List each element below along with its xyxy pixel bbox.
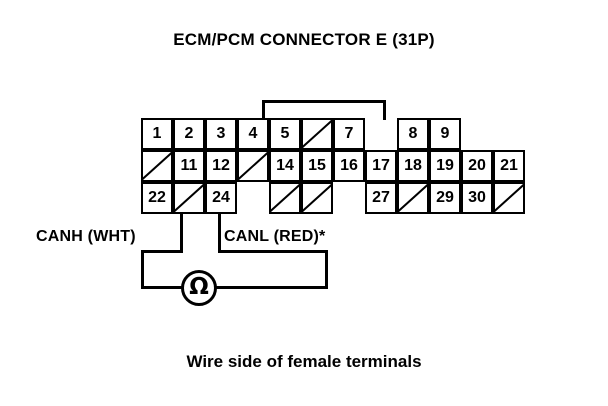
terminal-cell-15: 15 [301,150,333,182]
canh-wire-to-meter [141,286,184,289]
terminal-cell-blank [237,150,269,182]
terminal-cell-24: 24 [205,182,237,214]
ohmmeter-symbol: Ω [181,270,217,306]
terminal-cell-16: 16 [333,150,365,182]
canh-lead-label: CANH (WHT) [36,228,136,245]
canl-wire-drop [325,250,328,288]
canl-wire-to-meter [215,286,328,289]
terminal-cell-29: 29 [429,182,461,214]
terminal-number: 21 [500,157,518,174]
terminal-number: 18 [404,157,422,174]
canh-wire-vertical [180,214,183,252]
terminal-number: 5 [280,125,290,142]
terminal-cell-9: 9 [429,118,461,150]
terminal-number: 22 [148,189,166,206]
terminal-cell-blank [301,182,333,214]
canl-lead-label: CANL (RED)* [224,228,326,245]
terminal-cell-blank [397,182,429,214]
terminal-number: 16 [340,157,358,174]
terminal-number: 3 [216,125,226,142]
terminal-cell-blank [493,182,525,214]
terminal-number: 12 [212,157,230,174]
terminal-number: 17 [372,157,390,174]
terminal-cell-21: 21 [493,150,525,182]
terminal-cell-blank [301,118,333,150]
terminal-number: 15 [308,157,326,174]
terminal-number: 4 [248,125,258,142]
omega-icon: Ω [189,274,209,301]
terminal-cell-22: 22 [141,182,173,214]
terminal-number: 29 [436,189,454,206]
terminal-cell-blank [141,150,173,182]
terminal-cell-1: 1 [141,118,173,150]
terminal-number: 30 [468,189,486,206]
connector-locking-tab [262,100,386,120]
terminal-number: 24 [212,189,230,206]
canl-wire-horizontal-top [218,250,328,253]
terminal-cell-3: 3 [205,118,237,150]
terminal-number: 1 [152,125,162,142]
canh-wire-horizontal-top [141,250,183,253]
terminal-cell-4: 4 [237,118,269,150]
terminal-number: 20 [468,157,486,174]
terminal-number: 14 [276,157,294,174]
terminal-cell-19: 19 [429,150,461,182]
terminal-cell-14: 14 [269,150,301,182]
terminal-cell-blank [269,182,301,214]
terminal-cell-11: 11 [173,150,205,182]
terminal-cell-7: 7 [333,118,365,150]
terminal-number: 7 [344,125,354,142]
terminal-cell-17: 17 [365,150,397,182]
diagram-caption: Wire side of female terminals [186,352,422,371]
terminal-number: 19 [436,157,454,174]
terminal-number: 11 [180,157,198,174]
terminal-cell-20: 20 [461,150,493,182]
terminal-cell-27: 27 [365,182,397,214]
page-title: ECM/PCM CONNECTOR E (31P) [173,30,435,49]
terminal-number: 9 [440,125,450,142]
terminal-cell-5: 5 [269,118,301,150]
terminal-cell-30: 30 [461,182,493,214]
terminal-cell-8: 8 [397,118,429,150]
canh-wire-drop [141,250,144,288]
terminal-number: 2 [184,125,194,142]
terminal-cell-2: 2 [173,118,205,150]
canl-wire-vertical [218,214,221,252]
terminal-cell-18: 18 [397,150,429,182]
terminal-cell-blank [173,182,205,214]
terminal-number: 8 [408,125,418,142]
terminal-number: 27 [372,189,390,206]
terminal-cell-12: 12 [205,150,237,182]
